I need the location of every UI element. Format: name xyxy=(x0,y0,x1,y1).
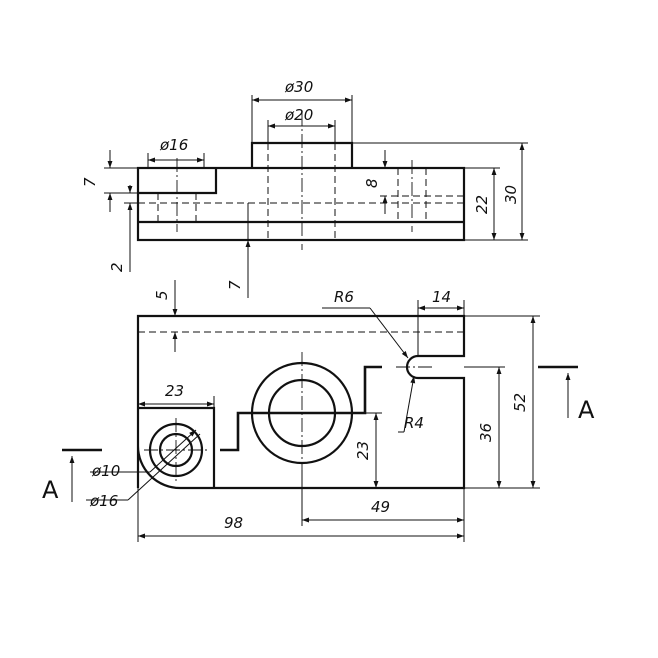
dim-h52: 52 xyxy=(511,393,529,412)
dim-w49: 49 xyxy=(371,498,390,516)
top-view xyxy=(136,314,466,490)
dim-h2: 2 xyxy=(108,262,126,272)
dim-d20: ø20 xyxy=(284,106,313,124)
dim-r6: R6 xyxy=(334,288,354,306)
dim-h23: 23 xyxy=(354,441,372,460)
dim-d30: ø30 xyxy=(284,78,313,96)
dim-w23: 23 xyxy=(165,382,184,400)
dim-v5: 5 xyxy=(153,290,171,300)
front-view xyxy=(136,112,466,250)
dim-h7-left: 7 xyxy=(81,177,99,187)
section-marker-left: A xyxy=(42,448,102,504)
dim-h22: 22 xyxy=(473,195,491,214)
dim-r4: R4 xyxy=(404,414,424,432)
front-dimensions: ø30 ø20 ø16 7 2 7 8 22 xyxy=(81,78,528,298)
dim-d10: ø10 xyxy=(91,462,120,480)
dim-h8: 8 xyxy=(363,178,381,188)
front-body-outline xyxy=(136,166,466,242)
top-outline xyxy=(136,314,466,490)
dim-h7-mid: 7 xyxy=(226,280,244,290)
section-marker-right: A xyxy=(538,365,595,424)
dim-d16-bottom: ø16 xyxy=(89,492,118,510)
dim-d16-top: ø16 xyxy=(159,136,188,154)
section-cut-line xyxy=(220,365,382,452)
top-dimensions: 5 R6 14 23 ø10 ø16 R4 23 36 xyxy=(86,280,540,542)
dim-w98: 98 xyxy=(224,514,243,532)
front-left-slot xyxy=(138,168,218,195)
section-label-right: A xyxy=(578,396,595,424)
dim-w14: 14 xyxy=(432,288,451,306)
dim-h30: 30 xyxy=(502,185,520,204)
section-label-left: A xyxy=(42,476,59,504)
dim-h36: 36 xyxy=(477,423,495,442)
